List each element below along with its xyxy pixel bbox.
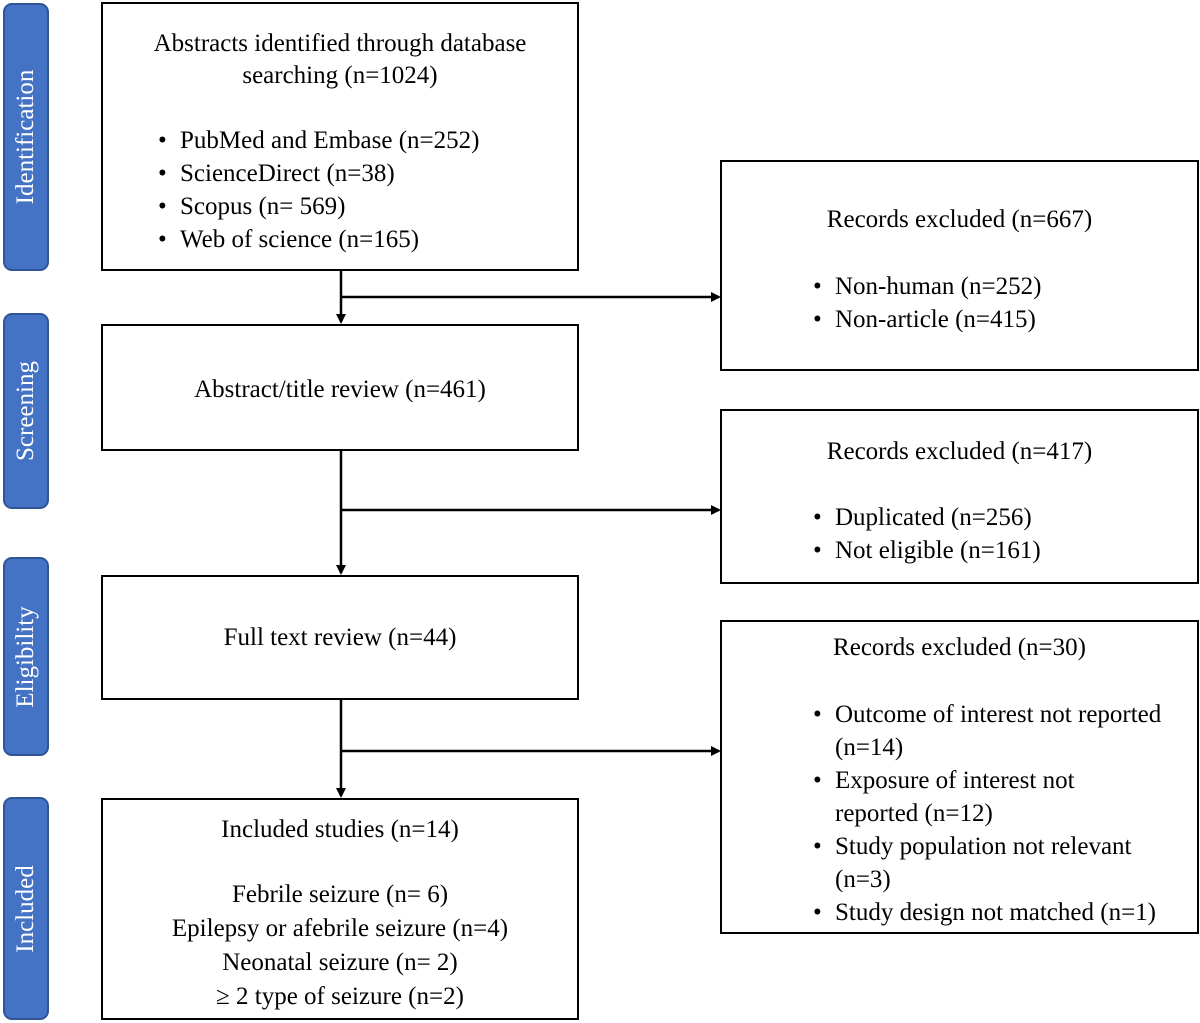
database-item: Web of science (n=165) — [158, 223, 479, 256]
stage-label-included: Included — [3, 797, 49, 1020]
included-line: ≥ 2 type of seizure (n=2) — [216, 983, 464, 1010]
eligibility-box: Full text review (n=44) — [101, 575, 579, 700]
excluded-1-title: Records excluded (n=667) — [826, 206, 1093, 233]
excluded-2-title: Records excluded (n=417) — [826, 438, 1093, 465]
included-line: Febrile seizure (n= 6) — [231, 881, 449, 908]
excluded-item: Study population not relevant (n=3) — [813, 830, 1163, 896]
excluded-item: Exposure of interest not reported (n=12) — [813, 764, 1163, 830]
excluded-item: Study design not matched (n=1) — [813, 896, 1163, 929]
included-line: Neonatal seizure (n= 2) — [222, 949, 458, 976]
identification-title-line1: Abstracts identified through database — [153, 30, 527, 57]
database-item: ScienceDirect (n=38) — [158, 157, 479, 190]
database-list: PubMed and Embase (n=252) ScienceDirect … — [158, 124, 479, 256]
included-line: Epilepsy or afebrile seizure (n=4) — [171, 915, 509, 942]
database-item: Scopus (n= 569) — [158, 190, 479, 223]
included-title: Included studies (n=14) — [221, 816, 459, 843]
excluded-item: Non-human (n=252) — [813, 270, 1041, 303]
excluded-3-list: Outcome of interest not reported (n=14) … — [813, 698, 1163, 929]
excluded-box-3: Records excluded (n=30) Outcome of inter… — [720, 620, 1199, 934]
identification-title-line2: searching (n=1024) — [242, 62, 438, 89]
stage-label-identification: Identification — [3, 3, 49, 271]
included-box: Included studies (n=14) Febrile seizure … — [101, 798, 579, 1020]
excluded-box-2: Records excluded (n=417) Duplicated (n=2… — [720, 409, 1199, 584]
excluded-3-title: Records excluded (n=30) — [833, 634, 1086, 661]
excluded-2-list: Duplicated (n=256) Not eligible (n=161) — [813, 501, 1041, 567]
excluded-item: Outcome of interest not reported (n=14) — [813, 698, 1163, 764]
screening-box: Abstract/title review (n=461) — [101, 324, 579, 451]
eligibility-title: Full text review (n=44) — [223, 624, 457, 651]
stage-label-screening: Screening — [3, 313, 49, 509]
excluded-1-list: Non-human (n=252) Non-article (n=415) — [813, 270, 1041, 336]
screening-title: Abstract/title review (n=461) — [194, 376, 486, 403]
stage-label-eligibility: Eligibility — [3, 557, 49, 756]
excluded-item: Non-article (n=415) — [813, 303, 1041, 336]
excluded-item: Duplicated (n=256) — [813, 501, 1041, 534]
database-item: PubMed and Embase (n=252) — [158, 124, 479, 157]
excluded-box-1: Records excluded (n=667) Non-human (n=25… — [720, 160, 1199, 371]
excluded-item: Not eligible (n=161) — [813, 534, 1041, 567]
identification-box: Abstracts identified through database se… — [101, 2, 579, 271]
